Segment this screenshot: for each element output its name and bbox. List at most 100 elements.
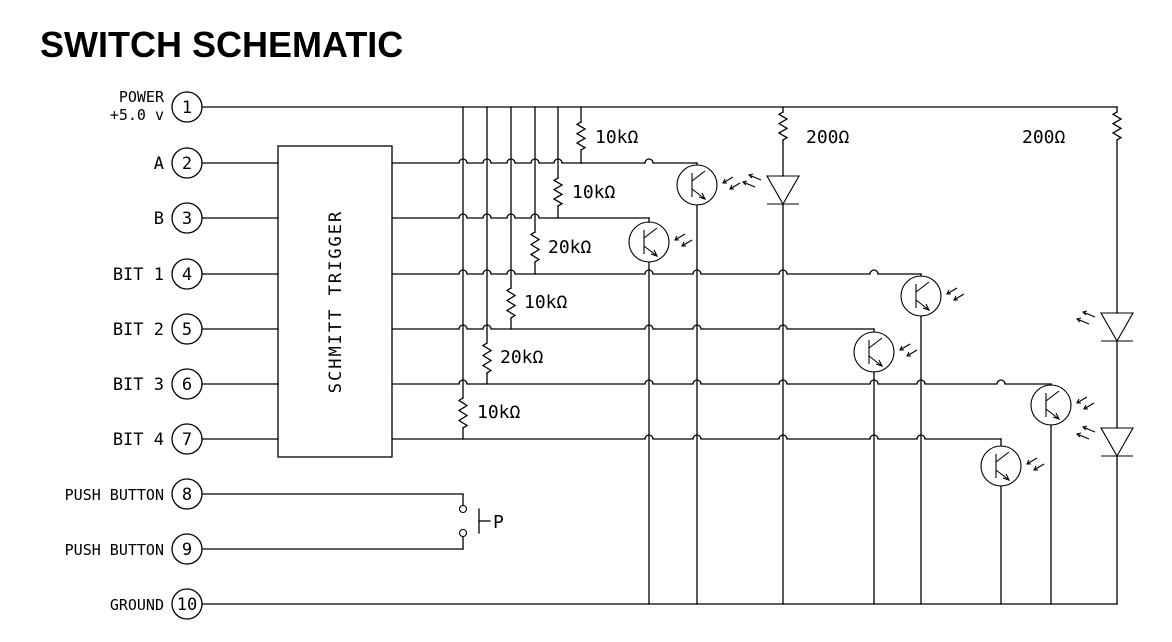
led-resistor-2 [1111,111,1123,141]
emission-arrow-head [1075,432,1082,438]
light-arrow [722,176,734,184]
emitter-arrow [922,303,931,311]
phototransistor-6 [980,445,1045,487]
emission-arrow-head [747,173,754,179]
emitter-arrow [650,249,659,257]
pin-5-circle [171,313,203,345]
phototransistor-collector [868,337,883,349]
emission-arrow-head [1081,425,1088,431]
pullup-resistor-6 [457,397,469,429]
pullup-resistor-4 [505,287,517,319]
pin-1-label: POWER [119,88,165,106]
pullup-resistor-2 [552,177,564,207]
pin-10-label: GROUND [110,596,164,614]
phototransistor-emitter [1045,408,1060,420]
pin-7-number: 7 [182,430,192,450]
light-arrow-head [674,235,679,241]
phototransistor-1 [676,164,741,206]
phototransistor-5 [1030,384,1095,426]
pin-8-number: 8 [182,485,192,505]
emission-arrow [1082,426,1096,433]
light-arrow-head [681,241,686,247]
phototransistor-collector [691,170,706,182]
wires [201,106,1118,605]
phototransistor-body [853,331,895,373]
emission-arrow [1082,311,1096,318]
pin-9-number: 9 [182,540,192,560]
led-3 [1075,425,1134,458]
pin-7-label: BIT 4 [113,430,164,450]
emission-arrow [748,174,762,181]
output-line-2 [391,213,650,219]
pin-10-number: 10 [177,595,197,615]
phototransistor-body [1030,384,1072,426]
pin-3-label: B [154,209,164,229]
emission-arrow [1076,433,1090,440]
light-arrow-head [1076,398,1081,404]
resistor-value-2: 10kΩ [572,182,616,203]
resistor-value-1: 10kΩ [595,127,639,148]
phototransistor-emitter [995,469,1010,481]
pin-9-circle [171,533,203,565]
phototransistor-emitter [643,245,658,257]
light-arrow [729,182,741,190]
resistor-value-4: 10kΩ [524,292,568,313]
pullup-resistor-5 [481,342,493,374]
phototransistor-2 [628,221,693,263]
pin-8-circle [171,478,203,510]
pin-3-circle [171,202,203,234]
resistor-value-6: 10kΩ [477,402,521,423]
pin-4-number: 4 [182,265,192,285]
phototransistor-emitter [868,355,883,367]
light-arrow [906,349,918,357]
pin-10-circle [171,588,203,620]
pin-1-circle [171,91,203,123]
led-resistor-1 [777,111,789,141]
output-line-4 [391,324,875,330]
page-title: SWITCH SCHEMATIC [40,24,404,65]
emission-arrow [742,181,756,188]
pullup-resistor-1 [575,121,587,151]
led-2 [1075,310,1134,343]
pin-6-number: 6 [182,375,192,395]
emitter-arrow [875,359,884,367]
output-line-5 [391,379,1052,385]
schmitt-trigger-chip [277,145,393,458]
light-arrow-head [722,178,727,184]
emitter-arrow [1052,412,1061,420]
light-arrow-head [1083,404,1088,410]
light-arrow [674,233,686,241]
light-arrow [953,293,965,301]
resistor-value-7: 200Ω [806,127,850,148]
pin-2-number: 2 [182,154,192,174]
light-arrow [681,239,693,247]
light-arrow [1083,402,1095,410]
light-arrow-head [953,295,958,301]
resistor-value-3: 20kΩ [548,237,592,258]
light-arrow [946,287,958,295]
emission-arrow-head [741,180,748,186]
pin-6-circle [171,368,203,400]
emitter-arrow [698,192,707,200]
phototransistor-collector [995,451,1010,463]
phototransistor-body [980,445,1022,487]
light-arrow-head [1026,459,1031,465]
phototransistor-4 [853,331,918,373]
schmitt-trigger-label: SCHMITT TRIGGER [326,210,346,394]
led-1 [741,173,800,206]
output-line-1 [391,158,698,164]
phototransistor-collector [643,227,658,239]
pin-2-label: A [154,154,164,174]
light-arrow [1026,457,1038,465]
phototransistor-emitter [915,299,930,311]
emitter-arrow [1002,473,1011,481]
pin-7-circle [171,423,203,455]
pin-3-number: 3 [182,209,192,229]
phototransistor-collector [915,281,930,293]
resistor-value-5: 20kΩ [500,347,544,368]
pin-9-label: PUSH BUTTON [65,541,164,559]
light-arrow-head [1033,465,1038,471]
led-body [1100,427,1134,458]
pin-1-label-voltage: +5.0 v [110,106,164,124]
